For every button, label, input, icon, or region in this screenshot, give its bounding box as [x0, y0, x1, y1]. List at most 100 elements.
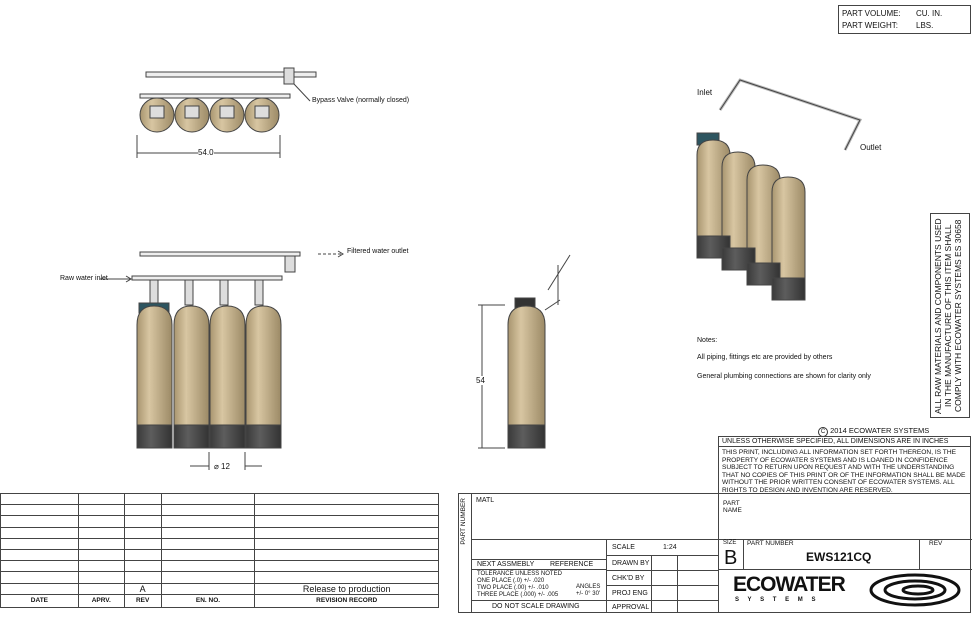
revision-cell — [0, 526, 79, 539]
revision-cell — [0, 560, 79, 573]
revision-cell — [160, 548, 256, 562]
angles-value: +/- 0° 30' — [576, 591, 601, 597]
revision-row — [0, 526, 439, 539]
next-assembly-label: NEXT ASSMEBLY — [477, 561, 535, 568]
revision-cell — [160, 571, 256, 584]
part-weight-unit: LBS. — [916, 21, 934, 30]
revision-cell — [0, 504, 79, 517]
revision-cell — [77, 515, 125, 528]
tol-fmt: (.0) — [513, 578, 523, 584]
tol-label: THREE PLACE — [477, 592, 519, 598]
dimensions-note: UNLESS OTHERWISE SPECIFIED, ALL DIMENSIO… — [719, 437, 970, 447]
bypass-valve-label: Bypass Valve (normally closed) — [312, 97, 410, 104]
side-view — [478, 254, 571, 449]
revision-row — [0, 504, 439, 517]
revision-cell — [254, 504, 439, 517]
tol-val: +/- .020 — [523, 578, 545, 584]
part-info-box: PART VOLUME: CU. IN. PART WEIGHT: LBS. — [838, 5, 971, 34]
revision-header-cell: REVISION RECORD — [254, 593, 439, 608]
revision-cell — [0, 548, 79, 562]
raw-water-inlet-label: Raw water inlet — [60, 275, 108, 282]
tolerance-title: TOLERANCE UNLESS NOTED — [477, 570, 562, 577]
revision-cell — [77, 571, 125, 584]
revision-row — [0, 492, 439, 506]
size-label: SIZE — [723, 540, 737, 546]
part-number-side-label: PART NUMBER — [460, 498, 467, 545]
scale-value: 1:24 — [663, 544, 677, 551]
tol-fmt: (.000) — [520, 592, 537, 598]
revision-cell — [160, 560, 256, 573]
tol-label: TWO PLACE — [477, 585, 513, 591]
note-item: General plumbing connections are shown f… — [697, 373, 871, 380]
revision-cell — [123, 492, 162, 506]
tol-val: +/- .005 — [537, 592, 559, 598]
matl-label: MATL — [476, 497, 495, 504]
revision-cell — [160, 492, 256, 506]
do-not-scale-label: DO NOT SCALE DRAWING — [492, 603, 580, 610]
tank-1 — [136, 305, 173, 449]
matl-cell: MATL — [471, 494, 719, 540]
diameter-dimension: ⌀ 12 — [214, 462, 230, 471]
approval-label: APPROVAL — [612, 604, 650, 611]
note-item: All piping, fittings etc are provided by… — [697, 354, 833, 361]
revision-cell — [254, 537, 439, 550]
blank-cells — [472, 539, 607, 560]
property-note: THIS PRINT, INCLUDING ALL INFORMATION SE… — [722, 449, 966, 494]
legal-box: UNLESS OTHERWISE SPECIFIED, ALL DIMENSIO… — [718, 436, 971, 494]
revision-row — [0, 560, 439, 573]
revision-cell — [254, 526, 439, 539]
revision-cell — [77, 526, 125, 539]
width-dimension: 54.0 — [198, 148, 214, 157]
revision-cell — [160, 537, 256, 550]
revision-cell — [0, 582, 79, 595]
part-id-area: PART NAME SIZE B PART NUMBER EWS121CQ RE… — [718, 494, 972, 613]
revision-row — [0, 515, 439, 528]
ecowater-logo-text: ECOWATER — [733, 573, 846, 596]
iso-view — [696, 78, 863, 301]
height-dimension: 54 — [476, 376, 485, 385]
revision-cell — [0, 492, 79, 506]
revision-cell — [123, 560, 162, 573]
revision-cell — [123, 526, 162, 539]
revision-cell: A — [123, 582, 162, 595]
revision-cell — [123, 571, 162, 584]
scale-label: SCALE — [612, 544, 635, 551]
revision-cell — [254, 515, 439, 528]
revision-header-cell: DATE — [0, 593, 79, 608]
revision-cell — [123, 504, 162, 517]
tank-2 — [173, 305, 210, 449]
revision-cell — [0, 537, 79, 550]
part-volume-unit: CU. IN. — [916, 9, 943, 18]
tank-4 — [245, 305, 282, 449]
iso-outlet-label: Outlet — [860, 143, 882, 152]
revision-cell — [160, 526, 256, 539]
compliance-box: ALL RAW MATERIALS AND COMPONENTS USED IN… — [930, 213, 970, 418]
rev-label: REV — [929, 540, 943, 547]
part-weight-label: PART WEIGHT: — [842, 21, 899, 30]
revision-header-cell: REV — [123, 593, 162, 608]
revision-cell — [77, 537, 125, 550]
reference-label: REFERENCE — [550, 561, 594, 568]
angles-label: ANGLES — [576, 584, 601, 590]
tank-3 — [209, 305, 246, 449]
revision-cell — [77, 504, 125, 517]
revision-cell — [123, 515, 162, 528]
iso-inlet-label: Inlet — [697, 88, 713, 97]
ecowater-swirl-logo — [869, 573, 961, 607]
checked-by-label: CHK'D BY — [612, 575, 645, 582]
signoff-area: SCALE 1:24 DRAWN BY CHK'D BY PROJ ENG AP… — [606, 539, 719, 613]
revision-cell — [254, 548, 439, 562]
ecowater-logo-subtext: S Y S T E M S — [735, 597, 819, 603]
part-volume-label: PART VOLUME: — [842, 9, 901, 18]
revision-row — [0, 548, 439, 562]
divider — [472, 569, 607, 570]
part-number-value: EWS121CQ — [806, 550, 872, 564]
revision-row — [0, 571, 439, 584]
revision-cell — [0, 571, 79, 584]
revision-cell — [160, 582, 256, 595]
revision-cell — [254, 560, 439, 573]
revision-cell — [0, 515, 79, 528]
